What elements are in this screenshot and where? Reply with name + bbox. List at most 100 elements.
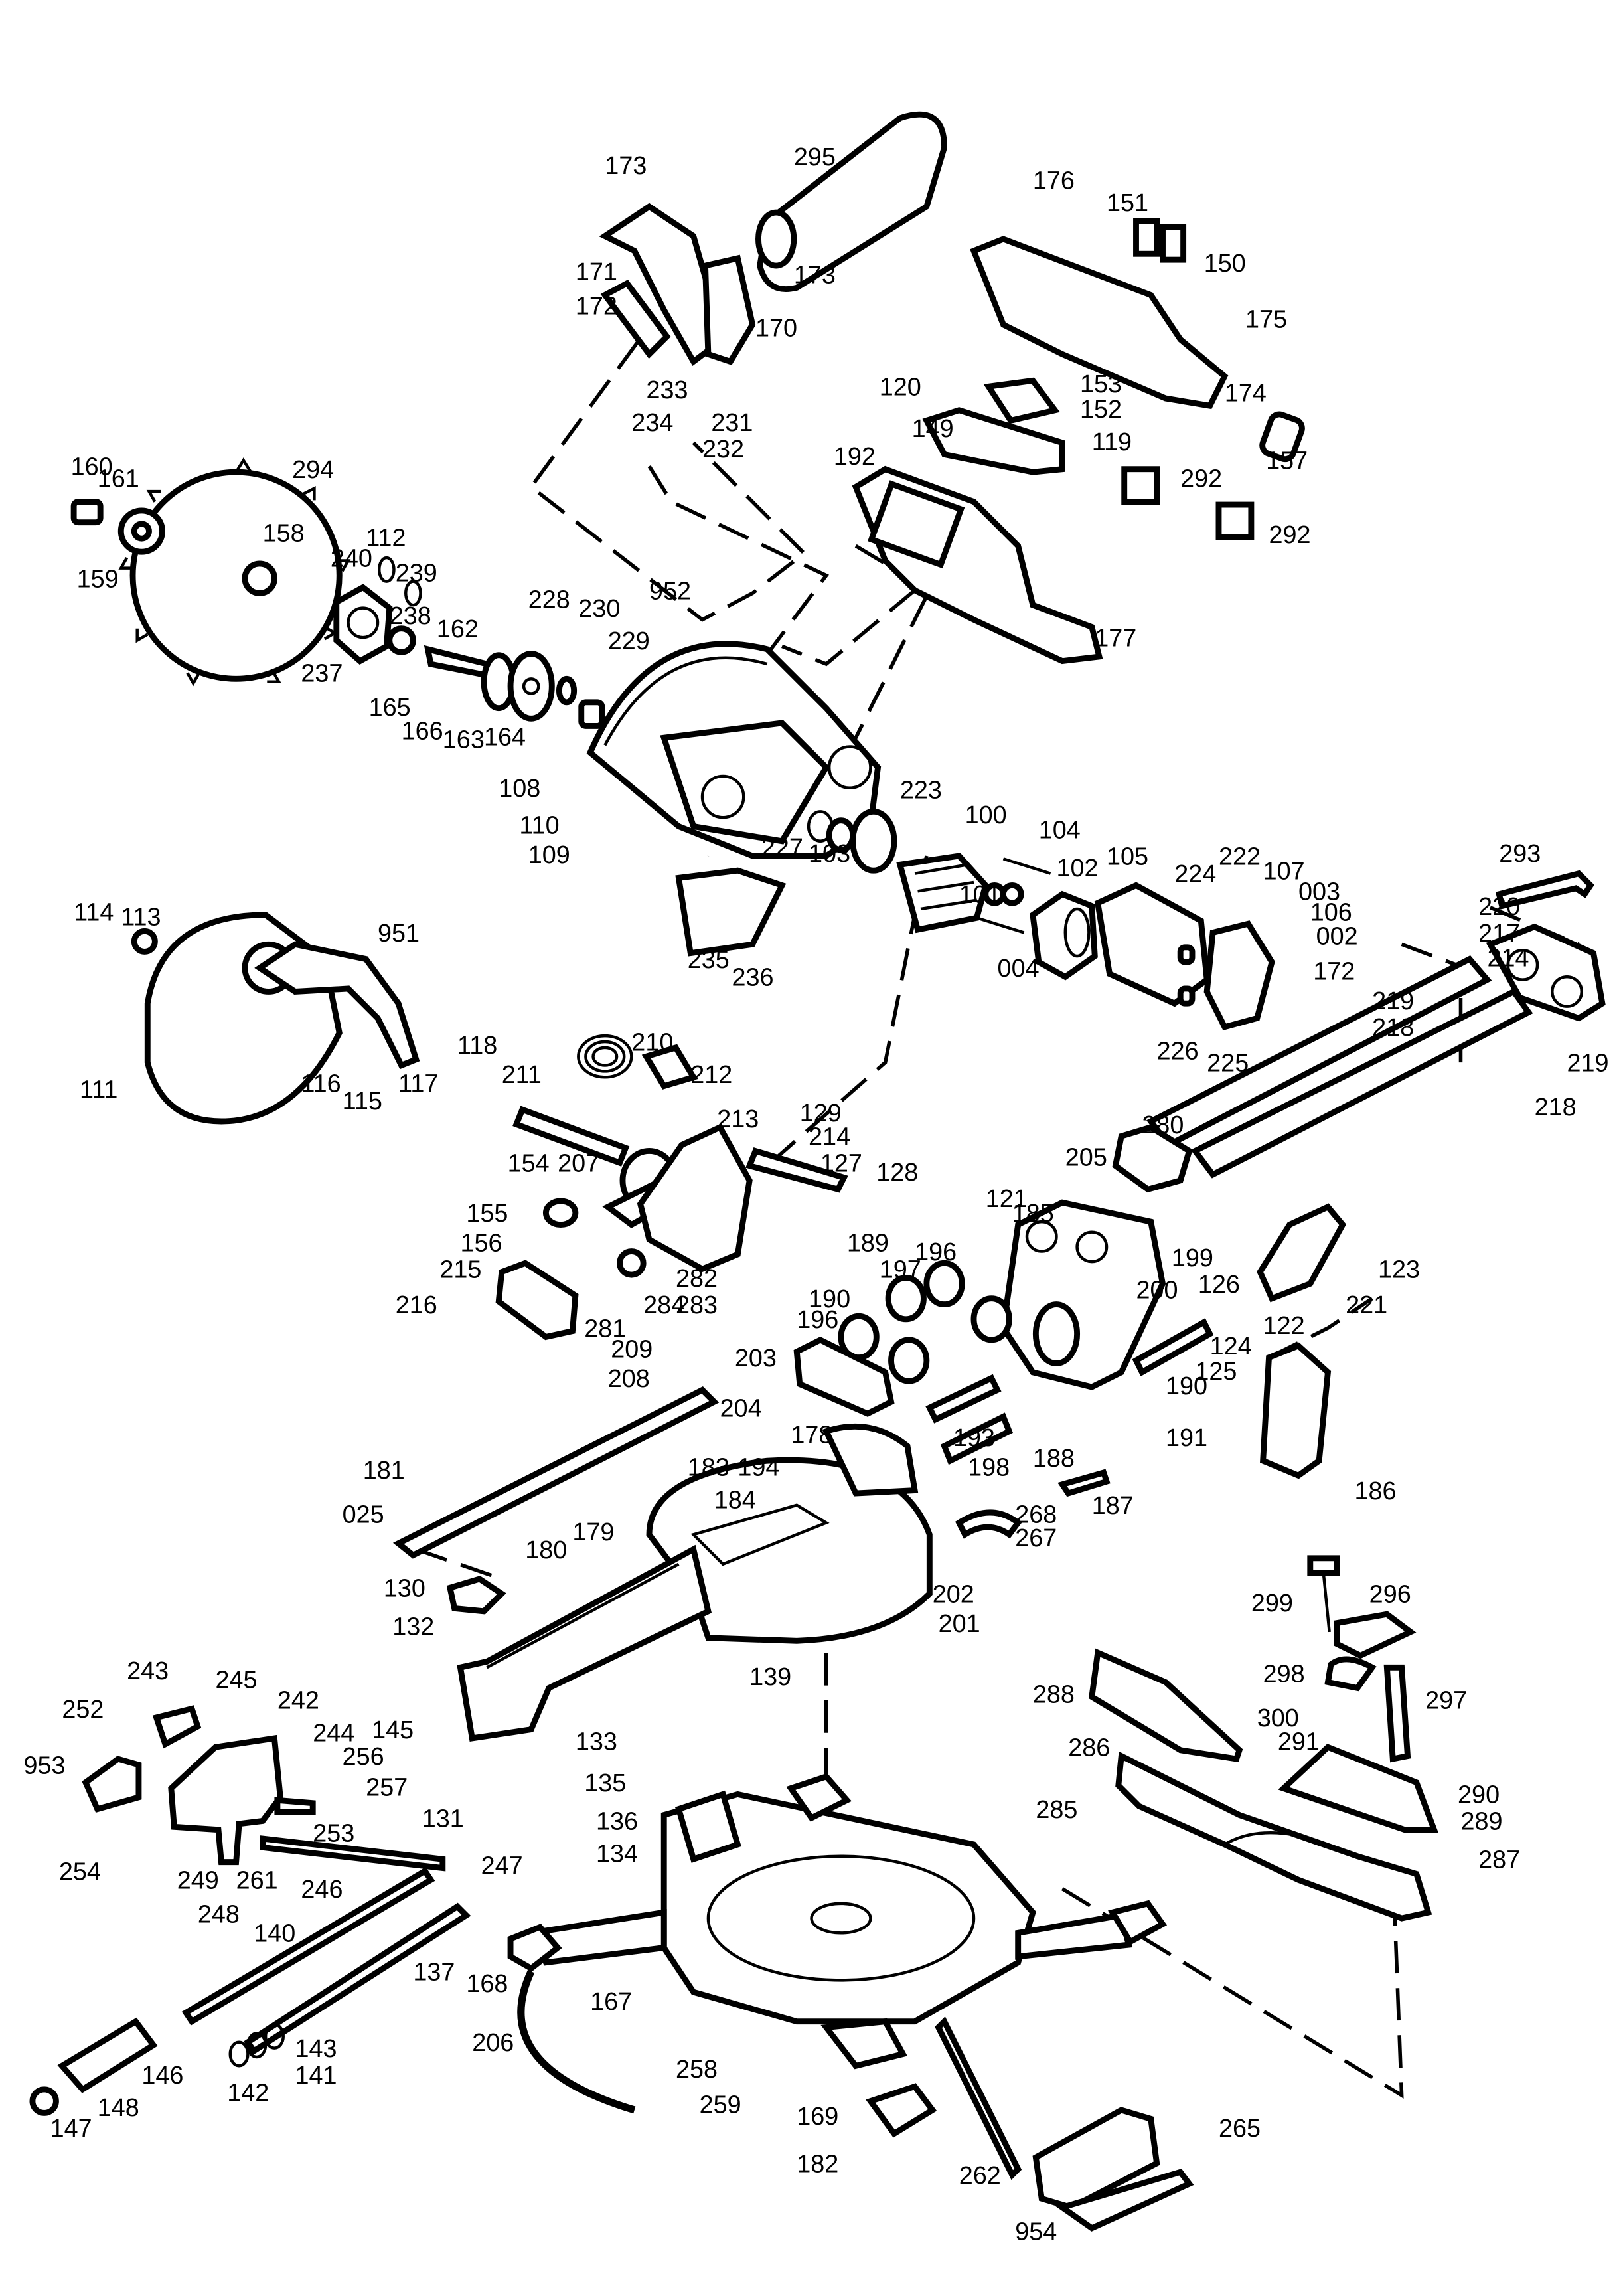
part-label-234: 234 [631, 409, 673, 437]
part-label-140: 140 [254, 1920, 295, 1948]
part-label-025: 025 [343, 1501, 384, 1528]
part-label-247: 247 [481, 1852, 523, 1880]
part-label-118: 118 [457, 1032, 497, 1060]
part-label-169: 169 [797, 2103, 838, 2131]
part-label-203: 203 [735, 1345, 777, 1372]
part-label-224: 224 [1174, 861, 1216, 888]
part-label-235: 235 [688, 946, 730, 974]
part-label-173: 173 [794, 262, 836, 289]
part-label-172: 172 [576, 292, 617, 320]
part-label-207: 207 [558, 1150, 599, 1178]
part-label-186: 186 [1354, 1477, 1396, 1505]
part-label-951: 951 [378, 920, 420, 947]
part-label-208: 208 [608, 1365, 650, 1393]
part-label-105: 105 [1107, 843, 1148, 870]
part-label-293: 293 [1499, 840, 1541, 868]
part-label-107: 107 [1263, 858, 1305, 886]
plate-215 [495, 1260, 579, 1341]
part-label-262: 262 [959, 2162, 1001, 2190]
part-label-246: 246 [301, 1876, 343, 1904]
part-label-164: 164 [484, 723, 526, 751]
part-label-125: 125 [1195, 1358, 1237, 1386]
part-label-212: 212 [690, 1061, 732, 1089]
fence-base-285 [1115, 1751, 1432, 1922]
part-label-954: 954 [1015, 2218, 1057, 2246]
part-label-108: 108 [499, 775, 540, 803]
part-label-156: 156 [460, 1230, 502, 1258]
part-label-287: 287 [1478, 1846, 1520, 1874]
part-label-295: 295 [794, 143, 836, 171]
part-label-173: 173 [605, 152, 647, 180]
part-label-200: 200 [1136, 1277, 1178, 1305]
gear-case-952 [586, 641, 882, 859]
part-label-133: 133 [576, 1728, 617, 1756]
part-label-198: 198 [968, 1453, 1010, 1481]
part-label-211: 211 [502, 1061, 542, 1089]
part-label-153: 153 [1080, 370, 1122, 398]
part-label-149: 149 [912, 415, 954, 443]
part-label-158: 158 [263, 520, 305, 548]
part-label-002: 002 [1316, 922, 1358, 950]
extension-lock-953 [82, 1756, 142, 1813]
part-label-243: 243 [127, 1657, 169, 1685]
part-label-286: 286 [1068, 1734, 1110, 1762]
part-label-219: 219 [1567, 1049, 1609, 1077]
part-label-190: 190 [1166, 1372, 1207, 1400]
extension-rod-137 [244, 1902, 471, 2056]
part-label-252: 252 [62, 1696, 104, 1724]
torsion-spring-210 [577, 1034, 633, 1079]
part-label-240: 240 [331, 544, 372, 572]
part-label-292: 292 [1180, 465, 1222, 493]
part-label-291: 291 [1278, 1728, 1320, 1756]
part-label-106: 106 [1310, 899, 1352, 927]
part-label-163: 163 [443, 726, 485, 754]
part-label-147: 147 [50, 2115, 92, 2143]
part-label-141: 141 [295, 2062, 337, 2090]
part-label-285: 285 [1036, 1796, 1077, 1824]
part-label-220: 220 [1478, 893, 1520, 921]
part-label-261: 261 [236, 1867, 278, 1895]
part-label-166: 166 [402, 717, 443, 745]
part-label-134: 134 [596, 1841, 638, 1868]
part-label-177: 177 [1095, 624, 1136, 652]
part-label-229: 229 [608, 627, 650, 655]
part-label-244: 244 [313, 1719, 354, 1747]
part-label-281: 281 [584, 1315, 626, 1343]
part-label-210: 210 [631, 1028, 673, 1056]
part-label-952: 952 [649, 577, 691, 605]
part-label-117: 117 [398, 1070, 438, 1098]
part-label-162: 162 [437, 615, 479, 643]
part-label-267: 267 [1015, 1524, 1057, 1552]
armature-100 [896, 853, 989, 934]
part-label-145: 145 [372, 1716, 414, 1744]
part-label-180: 180 [525, 1536, 567, 1564]
part-label-238: 238 [390, 602, 431, 630]
part-label-191: 191 [1166, 1424, 1207, 1452]
bevel-bracket-186 [1260, 1342, 1332, 1479]
part-label-205: 205 [1065, 1144, 1107, 1172]
part-label-146: 146 [141, 2062, 183, 2090]
part-label-142: 142 [227, 2080, 269, 2107]
part-label-199: 199 [1172, 1244, 1213, 1272]
part-label-170: 170 [755, 315, 797, 343]
part-label-139: 139 [749, 1663, 791, 1691]
part-label-218: 218 [1535, 1094, 1577, 1121]
handle-cover-174 [970, 236, 1229, 410]
hex-key-293 [1495, 870, 1594, 910]
parts-artwork [29, 111, 1606, 2232]
part-label-221: 221 [1346, 1291, 1387, 1319]
part-label-206: 206 [472, 2029, 514, 2057]
right-fence-290 [1278, 1744, 1438, 1833]
handle-cover-171 [600, 279, 671, 359]
dust-bag-295 [757, 111, 947, 293]
part-label-129: 129 [800, 1100, 842, 1127]
extension-bracket-242 [168, 1734, 283, 1866]
part-label-167: 167 [590, 1988, 632, 2016]
part-label-109: 109 [528, 841, 570, 869]
part-label-254: 254 [59, 1858, 101, 1886]
part-label-111: 111 [80, 1076, 117, 1104]
part-label-116: 116 [301, 1070, 341, 1098]
part-label-143: 143 [295, 2035, 337, 2063]
part-label-236: 236 [732, 964, 773, 992]
